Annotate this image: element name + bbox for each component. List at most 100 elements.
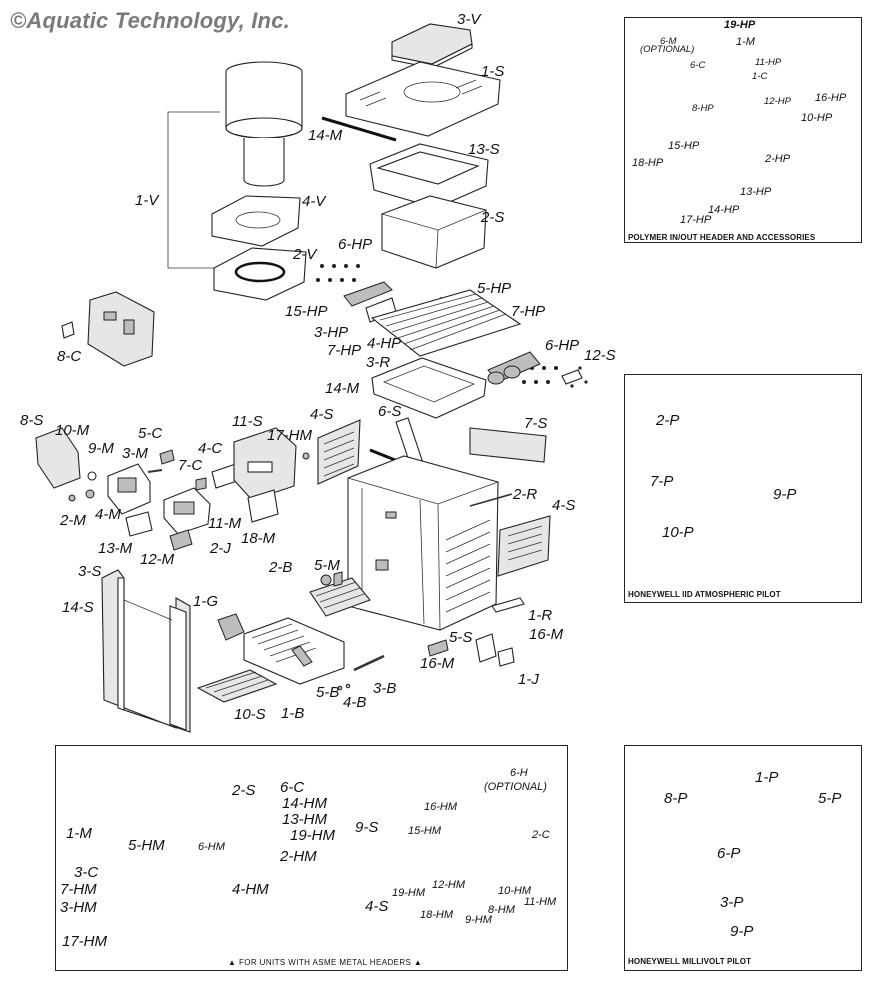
label-a-19hm-b: 19-HM bbox=[392, 887, 426, 899]
burner-tray-frame-part bbox=[371, 357, 487, 419]
label-17hm: 17-HM bbox=[267, 427, 313, 444]
draft-hood-part bbox=[225, 61, 303, 187]
label-p-12hp: 12-HP bbox=[764, 96, 791, 107]
label-p-6m: 6-M bbox=[660, 36, 677, 47]
label-6hp: 6-HP bbox=[338, 236, 373, 253]
front-door-part bbox=[101, 569, 191, 733]
label-a-6hm: 6-HM bbox=[198, 841, 225, 853]
label-a-19hm: 19-HM bbox=[290, 827, 336, 844]
label-m-1p: 1-P bbox=[755, 769, 779, 786]
label-5c: 5-C bbox=[138, 425, 163, 442]
control-board-part bbox=[61, 291, 155, 367]
label-8c: 8-C bbox=[57, 348, 82, 365]
arrow-up-icon: ▲ bbox=[411, 958, 423, 967]
label-15hp: 15-HP bbox=[285, 303, 328, 320]
label-2s: 2-S bbox=[481, 209, 505, 226]
label-18m: 18-M bbox=[241, 530, 276, 547]
label-14s: 14-S bbox=[62, 599, 94, 616]
vent-cap-part bbox=[391, 23, 473, 69]
label-a-3hm: 3-HM bbox=[60, 899, 97, 916]
label-4hp: 4-HP bbox=[367, 335, 402, 352]
label-i-9p: 9-P bbox=[773, 486, 797, 503]
label-m-3p: 3-P bbox=[720, 894, 744, 911]
label-4s: 4-S bbox=[310, 406, 334, 423]
label-a-16hm: 16-HM bbox=[424, 801, 458, 813]
label-a-10hm: 10-HM bbox=[498, 885, 532, 897]
asme-header-panel bbox=[55, 745, 568, 971]
iid-panel-caption: HONEYWELL IID ATMOSPHERIC PILOT bbox=[628, 590, 781, 599]
label-a-1m: 1-M bbox=[66, 825, 92, 842]
label-2m: 2-M bbox=[60, 512, 86, 529]
thermostat-part bbox=[68, 463, 151, 515]
label-m-6p: 6-P bbox=[717, 845, 741, 862]
side-panel-part bbox=[317, 419, 361, 485]
arrow-up-icon: ▲ bbox=[228, 958, 239, 967]
control-cover-part bbox=[35, 427, 81, 489]
label-a-4hm: 4-HM bbox=[232, 881, 269, 898]
label-a-11hm: 11-HM bbox=[524, 896, 557, 908]
label-1b: 1-B bbox=[281, 705, 305, 722]
label-3s: 3-S bbox=[78, 563, 102, 580]
polymer-header-panel bbox=[624, 17, 862, 243]
label-3r: 3-R bbox=[366, 354, 391, 371]
vent-gaskets-part bbox=[211, 195, 307, 301]
label-i-10p: 10-P bbox=[662, 524, 694, 541]
millivolt-pilot-panel bbox=[624, 745, 862, 971]
label-13s: 13-S bbox=[468, 141, 500, 158]
label-2j: 2-J bbox=[210, 540, 231, 557]
label-7c: 7-C bbox=[178, 457, 203, 474]
gas-valve-part bbox=[217, 613, 245, 641]
label-a-18hm: 18-HM bbox=[420, 909, 454, 921]
label-11s: 11-S bbox=[232, 413, 263, 430]
label-1r: 1-R bbox=[528, 607, 553, 624]
label-7hp: 7-HP bbox=[511, 303, 546, 320]
label-8s: 8-S bbox=[20, 412, 44, 429]
heater-cabinet-part bbox=[347, 455, 499, 631]
exchanger-frame-part bbox=[381, 195, 487, 269]
label-a-5hm: 5-HM bbox=[128, 837, 165, 854]
label-m-8p: 8-P bbox=[664, 790, 688, 807]
label-16m-b: 16-M bbox=[420, 655, 455, 672]
burner-assembly-part bbox=[309, 571, 371, 617]
label-m-5p: 5-P bbox=[818, 790, 842, 807]
asme-footnote-text: FOR UNITS WITH ASME METAL HEADERS bbox=[238, 958, 412, 967]
side-panel-right-part bbox=[497, 515, 551, 577]
label-p-1c: 1-C bbox=[752, 71, 768, 82]
label-a-7hm: 7-HM bbox=[60, 881, 97, 898]
fastener-dots-part bbox=[316, 264, 588, 388]
label-p-6c: 6-C bbox=[690, 60, 706, 71]
label-1s: 1-S bbox=[481, 63, 505, 80]
label-p-6m-optional: (OPTIONAL) bbox=[640, 44, 695, 55]
label-i-7p: 7-P bbox=[650, 473, 674, 490]
label-5s: 5-S bbox=[449, 629, 473, 646]
label-a-12hm: 12-HM bbox=[432, 879, 466, 891]
label-12m: 12-M bbox=[140, 551, 175, 568]
copyright-text: ©Aquatic Technology, Inc. bbox=[10, 8, 290, 33]
label-a-8hm: 8-HM bbox=[488, 904, 515, 916]
label-2b: 2-B bbox=[269, 559, 293, 576]
label-10s: 10-S bbox=[234, 706, 266, 723]
label-a-2s: 2-S bbox=[232, 782, 256, 799]
label-p-15hp: 15-HP bbox=[668, 140, 700, 152]
label-7s: 7-S bbox=[524, 415, 548, 432]
label-5m: 5-M bbox=[314, 557, 340, 574]
label-p-17hp: 17-HP bbox=[680, 214, 712, 226]
label-p-11hp: 11-HP bbox=[755, 57, 782, 68]
label-a-15hm: 15-HM bbox=[408, 825, 442, 837]
label-1v: 1-V bbox=[135, 192, 159, 209]
label-6hp-b: 6-HP bbox=[545, 337, 580, 354]
burner-tray-part bbox=[243, 617, 345, 685]
label-4b: 4-B bbox=[343, 694, 367, 711]
label-4c: 4-C bbox=[198, 440, 223, 457]
label-a-6h-optional: (OPTIONAL) bbox=[484, 781, 547, 793]
label-3hp: 3-HP bbox=[314, 324, 349, 341]
label-5b: 5-B bbox=[316, 684, 340, 701]
label-7hp-b: 7-HP bbox=[327, 342, 362, 359]
label-a-14hm: 14-HM bbox=[282, 795, 328, 812]
label-5hp: 5-HP bbox=[477, 280, 512, 297]
label-a-17hm: 17-HM bbox=[62, 933, 108, 950]
label-4v: 4-V bbox=[302, 193, 326, 210]
polymer-panel-caption: POLYMER IN/OUT HEADER AND ACCESSORIES bbox=[628, 233, 816, 242]
label-3v: 3-V bbox=[457, 11, 481, 28]
